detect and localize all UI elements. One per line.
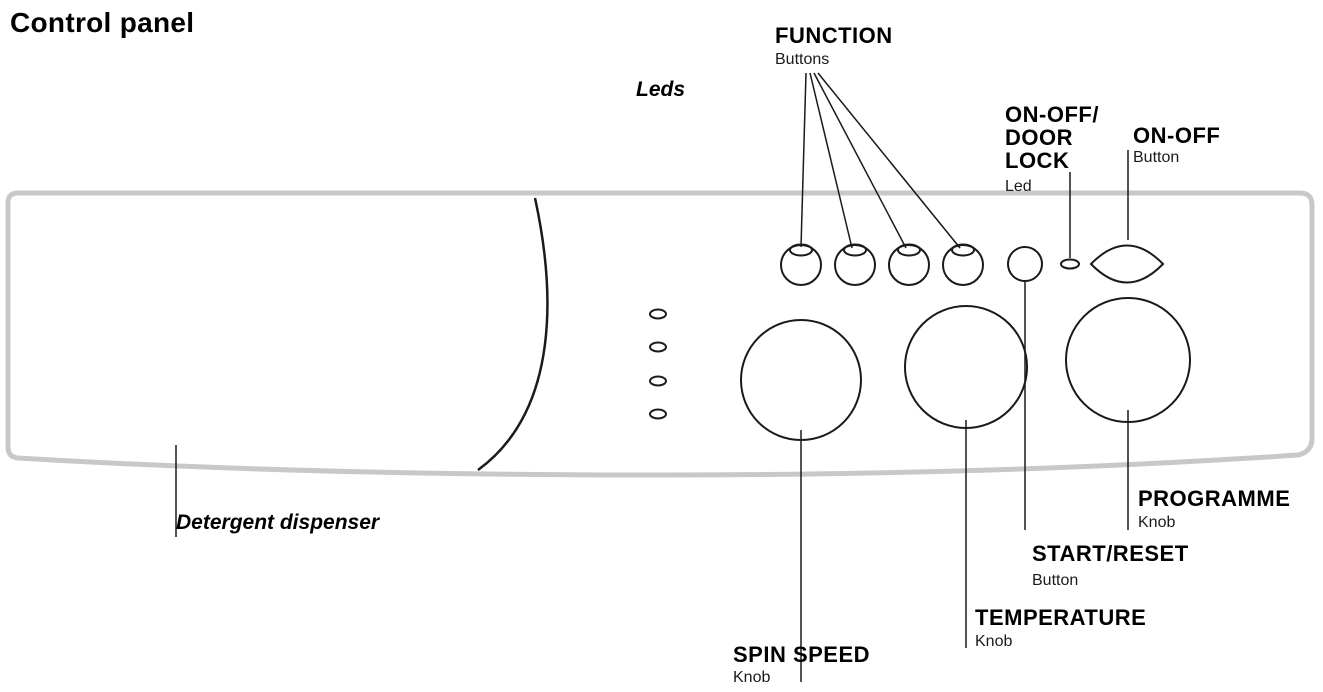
programme-type: Knob [1138,514,1176,531]
function-button-2[interactable] [834,243,876,286]
function-button-3[interactable] [888,243,930,286]
programme-label: PROGRAMME [1138,486,1291,511]
on-off-door-lock-type: Led [1005,178,1032,195]
led-3 [649,375,667,387]
led-1 [649,308,667,320]
leds-label: Leds [636,78,686,101]
on-off-type: Button [1133,149,1180,166]
page-title: Control panel [10,7,195,38]
on-off-label: ON-OFF [1133,123,1221,148]
dispenser-edge [477,197,549,472]
function-label: FUNCTION [775,23,893,48]
spin-speed-knob[interactable] [740,319,862,441]
programme-knob[interactable] [1065,297,1191,423]
on-off-door-lock-line2: DOOR [1005,125,1073,150]
start-reset-button[interactable] [1007,246,1043,282]
function-type: Buttons [775,51,830,68]
detergent-dispenser-label: Detergent dispenser [176,511,380,534]
function-button-4[interactable] [942,243,984,286]
spin-speed-label: SPIN SPEED [733,642,871,667]
start-reset-type: Button [1032,572,1079,589]
panel-outline [5,190,1315,478]
on-off-door-lock-line3: LOCK [1005,148,1070,173]
led-4 [649,408,667,420]
door-lock-led [1060,258,1080,270]
leader-lines [175,72,1129,682]
led-2 [649,341,667,353]
on-off-button[interactable] [1089,244,1165,284]
temperature-label: TEMPERATURE [975,605,1147,630]
spin-speed-type: Knob [733,669,771,686]
leds-column [649,308,667,420]
start-reset-label: START/RESET [1032,541,1189,566]
on-off-door-lock-label: ON-OFF/ DOOR LOCK Led [1005,103,1099,198]
temperature-knob[interactable] [904,305,1028,429]
temperature-type: Knob [975,633,1013,650]
on-off-door-lock-line1: ON-OFF/ [1005,102,1099,127]
function-button-1[interactable] [780,243,822,286]
